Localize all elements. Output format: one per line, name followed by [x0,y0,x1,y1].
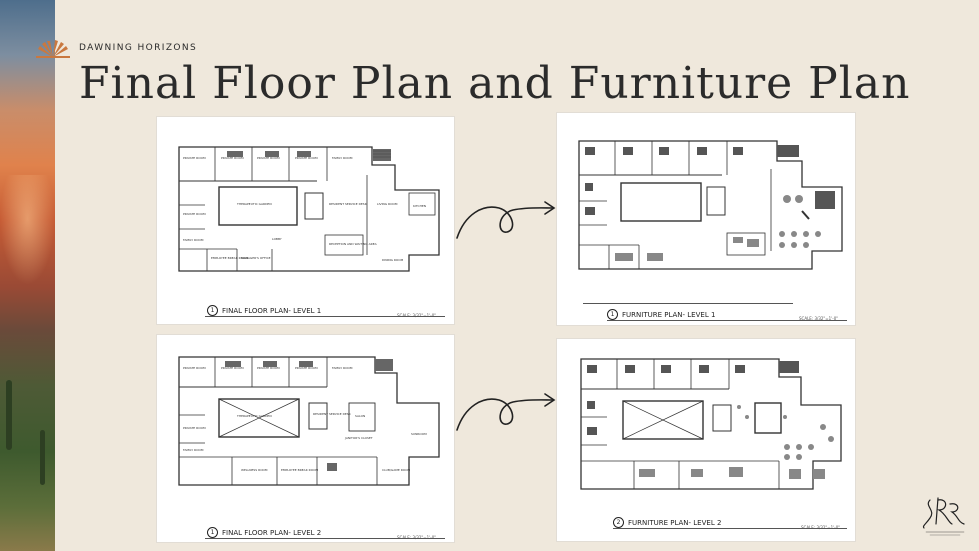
plan-title: FINAL FLOOR PLAN- LEVEL 2 [222,528,322,537]
svg-text:PRIVATE ROOM: PRIVATE ROOM [183,426,206,430]
brand: DAWNING HORIZONS [33,37,197,59]
svg-text:PRIVATE ROOM: PRIVATE ROOM [257,366,280,370]
loop-arrow-icon [456,201,556,239]
svg-text:JANITOR'S CLOSET: JANITOR'S CLOSET [344,436,373,440]
caption-rule [205,538,445,539]
loop-arrow-icon [456,393,556,431]
plan-title: FURNITURE PLAN- LEVEL 2 [628,518,722,527]
furniture-plan-card-level-2: 2 FURNITURE PLAN- LEVEL 2 SCALE: 3/32"=1… [556,338,856,542]
svg-text:RECEPTION AND WAITING AREA: RECEPTION AND WAITING AREA [329,242,378,246]
plan-title: FURNITURE PLAN- LEVEL 1 [622,310,716,319]
caption-rule [583,303,793,304]
furniture-plan-drawing [580,358,842,490]
plan-scale: SCALE: 3/32"=1'-0" [801,525,841,530]
caption-rule [613,528,847,529]
plan-scale: SCALE: 3/32"=1'-0" [397,535,437,540]
svg-text:PRIVATE ROOM: PRIVATE ROOM [295,366,318,370]
svg-text:THERAPEUTIC GARDEN: THERAPEUTIC GARDEN [236,202,272,206]
sun-glow [0,175,55,285]
svg-text:PRIVATE ROOM: PRIVATE ROOM [183,212,206,216]
signature-monogram-icon [922,497,965,536]
plan-number: 1 [207,305,218,316]
plan-caption: 2 FURNITURE PLAN- LEVEL 2 [613,517,721,528]
svg-text:THERAPEUTIC GARDEN: THERAPEUTIC GARDEN [236,414,272,418]
svg-text:PRIVATE ROOM: PRIVATE ROOM [221,366,244,370]
svg-text:WELLNESS ROOM: WELLNESS ROOM [241,468,268,472]
furniture-plan-card-level-1: 1 FURNITURE PLAN- LEVEL 1 SCALE: 3/32"=1… [556,112,856,326]
plan-caption: 1 FINAL FLOOR PLAN- LEVEL 1 [207,305,321,316]
svg-text:SALON: SALON [355,414,365,418]
svg-text:FAMILY ROOM: FAMILY ROOM [183,238,204,242]
plan-number: 1 [607,309,618,320]
sunrise-logo-icon [36,40,70,58]
svg-text:SUNROOM: SUNROOM [411,432,427,436]
plan-caption: 1 FINAL FLOOR PLAN- LEVEL 2 [207,527,321,538]
svg-text:FAMILY ROOM: FAMILY ROOM [332,366,353,370]
svg-text:PRIVATE ROOM: PRIVATE ROOM [183,366,206,370]
svg-text:FAMILY ROOM: FAMILY ROOM [183,448,204,452]
floor-plan-drawing: PRIVATE ROOM PRIVATE ROOM PRIVATE ROOM PRIV… [178,146,440,272]
caption-rule [205,316,445,317]
svg-text:KITCHEN: KITCHEN [413,204,426,208]
svg-text:PRIVATE ROOM: PRIVATE ROOM [183,156,206,160]
floor-plan-drawing: PRIVATE ROOM PRIVATE ROOM PRIVATE ROOM PRIV… [178,356,440,486]
svg-text:PRIVATE ROOM: PRIVATE ROOM [295,156,318,160]
svg-text:MANAGER'S OFFICE: MANAGER'S OFFICE [241,256,271,260]
svg-text:LOBBY: LOBBY [272,237,282,241]
svg-text:EMPLOYEE BREAK ROOM: EMPLOYEE BREAK ROOM [281,468,318,472]
cactus-silhouette [6,380,12,450]
floor-plan-card-level-1: PRIVATE ROOM PRIVATE ROOM PRIVATE ROOM PRIV… [156,116,455,325]
caption-rule [607,320,847,321]
plan-caption: 1 FURNITURE PLAN- LEVEL 1 [607,309,715,320]
svg-text:LIVING ROOM: LIVING ROOM [377,202,398,206]
svg-text:EMPLOYEE BREAK ROOM: EMPLOYEE BREAK ROOM [211,256,248,260]
svg-text:PRIVATE ROOM: PRIVATE ROOM [257,156,280,160]
svg-text:RESIDENT SERVICE DESK: RESIDENT SERVICE DESK [329,202,368,206]
cactus-silhouette [40,430,45,485]
furniture-plan-drawing [578,140,843,270]
page-title: Final Floor Plan and Furniture Plan [79,58,911,109]
plan-scale: SCALE: 3/32"=1'-0" [397,313,437,318]
svg-text:DINING ROOM: DINING ROOM [382,258,404,262]
sunset-photo-strip [0,0,55,551]
svg-text:FAMILY ROOM: FAMILY ROOM [332,156,353,160]
plan-scale: SCALE: 3/32"=1'-0" [799,316,839,321]
svg-text:RESIDENT SERVICE DESK: RESIDENT SERVICE DESK [313,412,352,416]
plan-title: FINAL FLOOR PLAN- LEVEL 1 [222,306,322,315]
svg-text:CLUB/GAME ROOM: CLUB/GAME ROOM [382,468,411,472]
plan-number: 1 [207,527,218,538]
floor-plan-card-level-2: PRIVATE ROOM PRIVATE ROOM PRIVATE ROOM PRIV… [156,334,455,543]
plan-number: 2 [613,517,624,528]
svg-text:PRIVATE ROOM: PRIVATE ROOM [221,156,244,160]
brand-name: DAWNING HORIZONS [79,43,198,53]
